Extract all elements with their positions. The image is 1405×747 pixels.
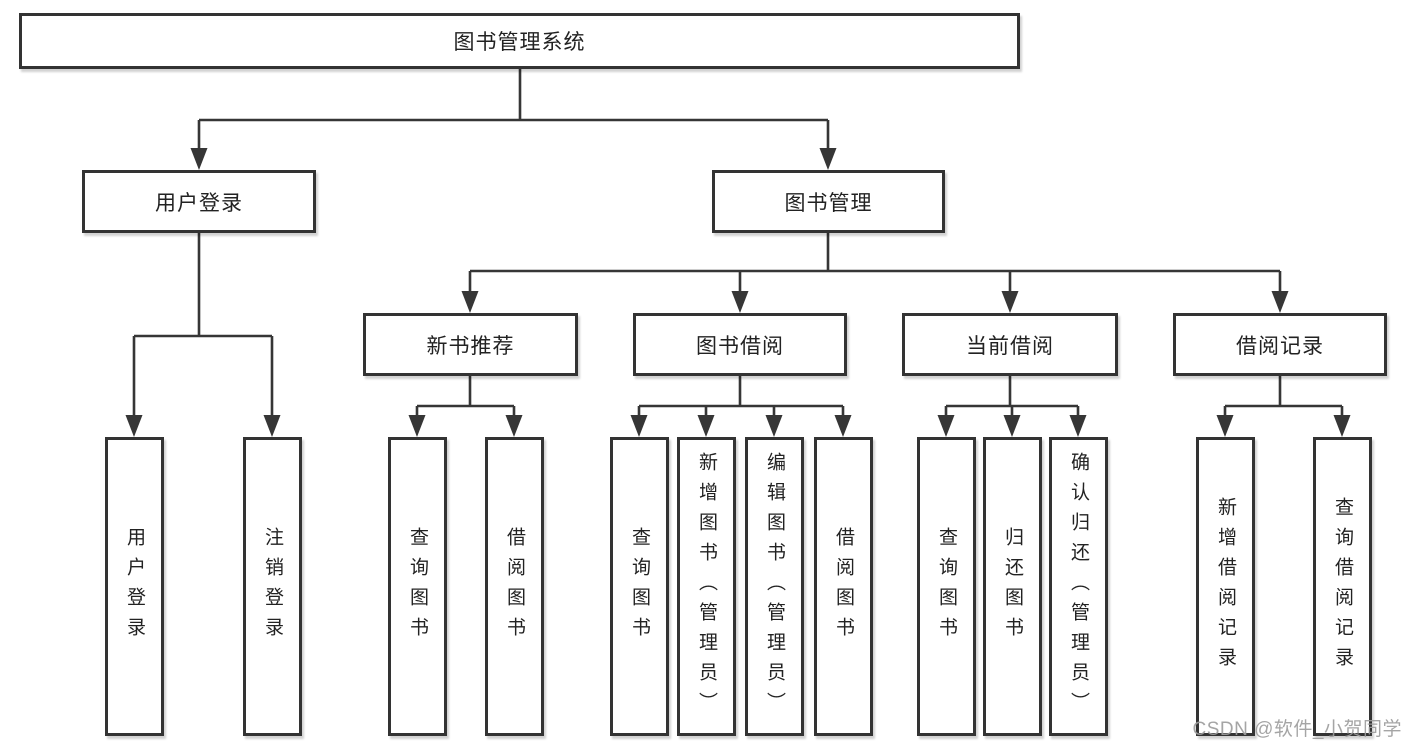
leaf-logout: 注销登录	[243, 437, 302, 736]
arrow-down-icon	[819, 148, 837, 170]
leaf-query-books-current: 查询图书	[917, 437, 976, 736]
node-book-borrow: 图书借阅	[633, 313, 847, 376]
arrow-down-icon	[765, 415, 783, 437]
arrow-down-icon	[263, 415, 281, 437]
arrowheads	[125, 148, 1351, 437]
arrow-down-icon	[1069, 415, 1087, 437]
leaf-edit-books-admin: 编辑图书（管理员）	[745, 437, 804, 736]
node-library-system: 图书管理系统	[19, 13, 1020, 69]
connector-root-branch	[197, 69, 830, 152]
arrow-down-icon	[190, 148, 208, 170]
leaf-add-books-admin: 新增图书（管理员）	[677, 437, 736, 736]
arrow-down-icon	[1271, 291, 1289, 313]
connector-new-book-branch	[415, 376, 516, 421]
arrow-down-icon	[1003, 415, 1021, 437]
connector-current-borrow-branch	[944, 376, 1080, 421]
arrow-down-icon	[461, 291, 479, 313]
leaf-user-login: 用户登录	[105, 437, 164, 736]
arrow-down-icon	[1216, 415, 1234, 437]
node-borrow-records: 借阅记录	[1173, 313, 1387, 376]
leaf-confirm-return-admin: 确认归还（管理员）	[1049, 437, 1108, 736]
arrow-down-icon	[1001, 291, 1019, 313]
watermark: CSDN @软件_小贺同学	[1192, 719, 1402, 740]
arrow-down-icon	[125, 415, 143, 437]
connector-borrow-records-branch	[1223, 376, 1344, 421]
leaf-add-borrow-record: 新增借阅记录	[1196, 437, 1255, 736]
connector-user-login-branch	[132, 233, 274, 421]
arrow-down-icon	[731, 291, 749, 313]
arrow-down-icon	[1333, 415, 1351, 437]
arrow-down-icon	[834, 415, 852, 437]
connector-book-mgmt-branch	[468, 233, 1282, 295]
leaf-query-books-borrow: 查询图书	[610, 437, 669, 736]
leaf-borrow-books-recommend: 借阅图书	[485, 437, 544, 736]
connector-book-borrow-branch	[637, 376, 845, 421]
arrow-down-icon	[937, 415, 955, 437]
leaf-return-books: 归还图书	[983, 437, 1042, 736]
arrow-down-icon	[505, 415, 523, 437]
arrow-down-icon	[630, 415, 648, 437]
arrow-down-icon	[408, 415, 426, 437]
leaf-query-books-recommend: 查询图书	[388, 437, 447, 736]
leaf-borrow-books: 借阅图书	[814, 437, 873, 736]
node-current-borrow: 当前借阅	[902, 313, 1118, 376]
node-user-login: 用户登录	[82, 170, 316, 233]
leaf-query-borrow-record: 查询借阅记录	[1313, 437, 1372, 736]
node-book-management: 图书管理	[712, 170, 945, 233]
arrow-down-icon	[697, 415, 715, 437]
node-new-book-recommend: 新书推荐	[363, 313, 578, 376]
